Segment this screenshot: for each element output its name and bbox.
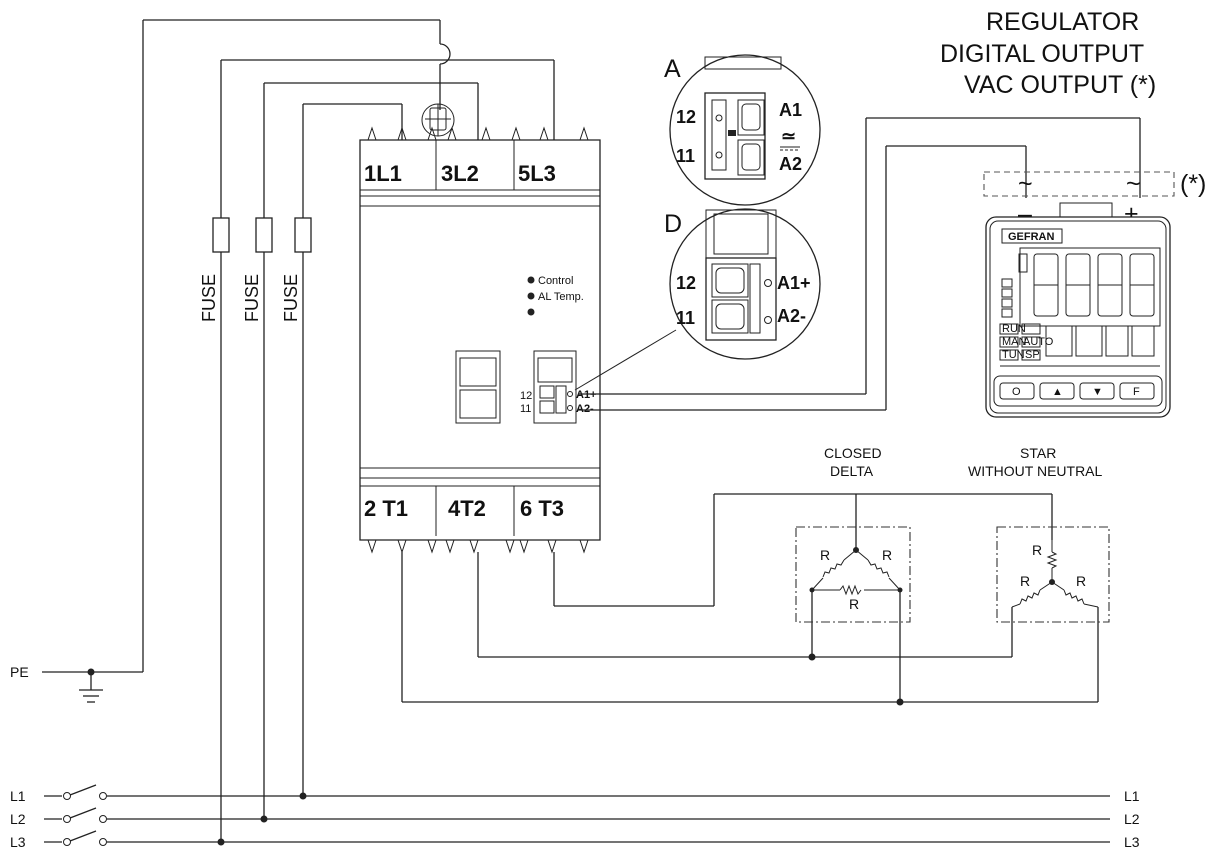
- led-label-al-temp: AL Temp.: [538, 291, 584, 303]
- terminal-1l1: 1L1: [364, 161, 402, 186]
- regulator-button-o-label: O: [1012, 386, 1021, 398]
- regulator-title-1: REGULATOR: [986, 8, 1139, 36]
- line-label-l1-right: L1: [1124, 788, 1140, 804]
- detail-d-circle: [574, 208, 821, 391]
- regulator-button-down-label: ▼: [1092, 386, 1103, 398]
- detail-a-label-a2: A2: [779, 154, 802, 174]
- delta-resistor-bottom: R: [849, 596, 859, 612]
- detail-d-label-a2minus: A2-: [777, 306, 806, 326]
- regulator-tilde-right: ~: [1126, 170, 1141, 198]
- terminal-2t1: 2 T1: [364, 496, 408, 521]
- regulator-button-f-label: F: [1133, 386, 1140, 398]
- star-title-1: STAR: [1020, 445, 1056, 461]
- regulator-label-run: RUN: [1002, 323, 1026, 335]
- closed-delta-load: [795, 526, 911, 623]
- regulator-button-up[interactable]: [1039, 382, 1075, 400]
- connector-label-a1: A1+: [576, 389, 597, 401]
- regulator-brand: GEFRAN: [1008, 231, 1055, 243]
- delta-resistor-left: R: [820, 547, 830, 563]
- detail-d-letter: D: [664, 210, 682, 238]
- fuse-label-3: FUSE: [281, 274, 301, 322]
- detail-a-label-a1: A1: [779, 100, 802, 120]
- regulator-display: [999, 247, 1161, 367]
- regulator-label-tun: TUN: [1002, 349, 1025, 361]
- line-label-l3-right: L3: [1124, 834, 1140, 850]
- regulator-title-2: DIGITAL OUTPUT: [940, 40, 1144, 68]
- led-label-control: Control: [538, 275, 573, 287]
- regulator-label-auto: AUTO: [1023, 336, 1054, 348]
- terminal-5l3: 5L3: [518, 161, 556, 186]
- regulator-button-f[interactable]: [1119, 382, 1155, 400]
- connector-pin-11: 11: [520, 403, 531, 415]
- terminal-3l2: 3L2: [441, 161, 479, 186]
- fuse-label-2: FUSE: [242, 274, 262, 322]
- regulator-button-o[interactable]: [999, 382, 1035, 400]
- regulator-button-up-label: ▲: [1052, 386, 1063, 398]
- detail-a-letter: A: [664, 55, 681, 83]
- line-label-l2-left: L2: [10, 811, 26, 827]
- optional-asterisk: (*): [1180, 170, 1206, 198]
- terminal-4t2: 4T2: [448, 496, 486, 521]
- delta-title-2: DELTA: [830, 463, 874, 479]
- regulator-title-3: VAC OUTPUT (*): [964, 71, 1156, 99]
- connector-pin-12: 12: [520, 390, 532, 402]
- detail-d-pin-11: 11: [676, 308, 695, 328]
- line-label-l2-right: L2: [1124, 811, 1140, 827]
- detail-d-pin-12: 12: [676, 273, 696, 293]
- star-resistor-right: R: [1076, 573, 1086, 589]
- detail-a-ac-symbol: ≃: [781, 126, 796, 146]
- power-lines: [44, 784, 1110, 846]
- fuse-wiring: [212, 59, 555, 846]
- terminal-6t3: 6 T3: [520, 496, 564, 521]
- line-label-l1-left: L1: [10, 788, 26, 804]
- regulator-button-down[interactable]: [1079, 382, 1115, 400]
- gefran-regulator: [985, 202, 1171, 418]
- regulator-label-man: MAN: [1002, 336, 1027, 348]
- line-label-l3-left: L3: [10, 834, 26, 850]
- pe-label: PE: [10, 664, 29, 680]
- detail-a-pin-12: 12: [676, 107, 696, 127]
- detail-a-circle: [669, 54, 821, 206]
- regulator-tilde-left: ~: [1018, 170, 1033, 198]
- optional-ac-output-box: [983, 171, 1175, 197]
- pe-ground: [42, 19, 451, 703]
- star-resistor-left: R: [1020, 573, 1030, 589]
- connector-label-a2: A2-: [576, 403, 594, 415]
- delta-resistor-right: R: [882, 547, 892, 563]
- load-wiring: [401, 493, 1099, 706]
- power-controller-body: [359, 103, 601, 554]
- star-load: [996, 526, 1110, 623]
- star-title-2: WITHOUT NEUTRAL: [968, 463, 1103, 479]
- regulator-label-sp: SP: [1025, 349, 1040, 361]
- detail-a-pin-11: 11: [676, 146, 695, 166]
- fuse-label-1: FUSE: [199, 274, 219, 322]
- detail-d-label-a1plus: A1+: [777, 273, 811, 293]
- delta-title-1: CLOSED: [824, 445, 882, 461]
- star-resistor-top: R: [1032, 542, 1042, 558]
